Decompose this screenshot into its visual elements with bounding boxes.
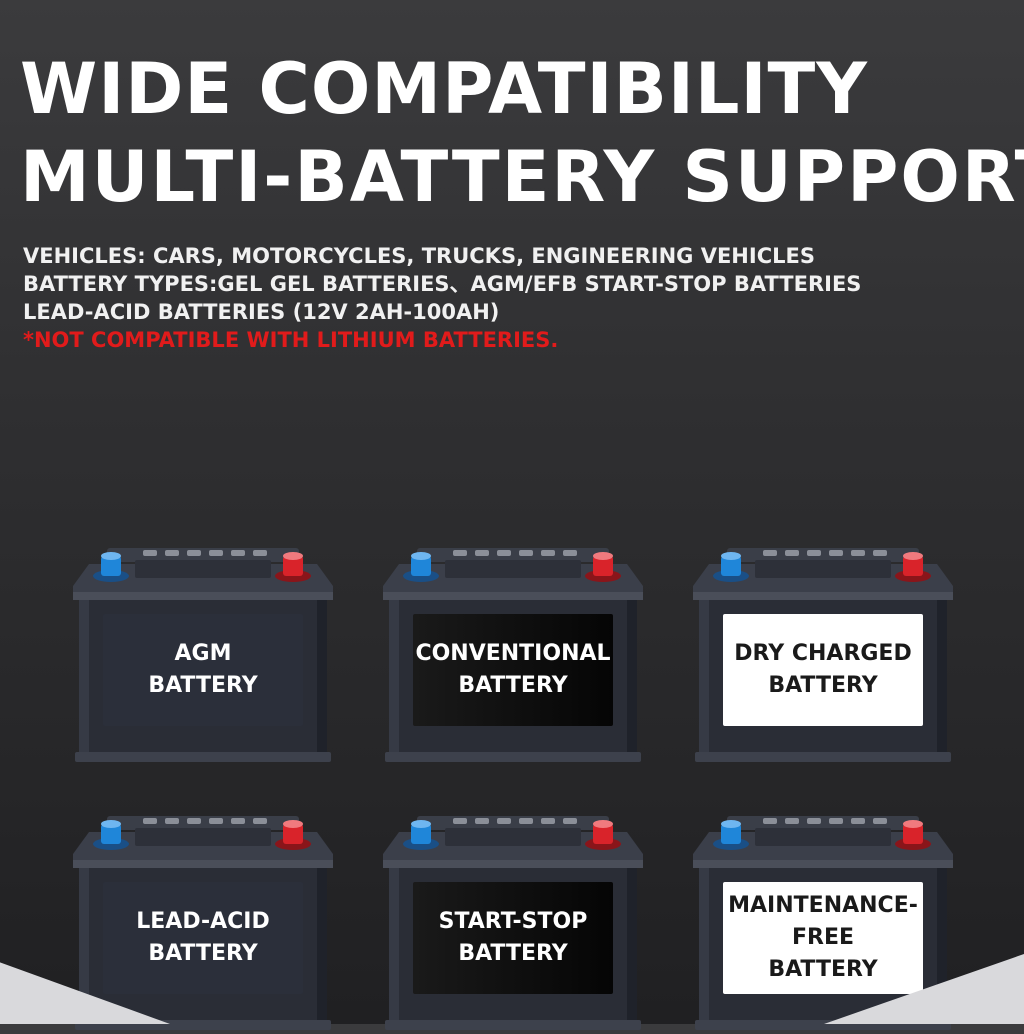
- negative-terminal-icon: [93, 820, 129, 850]
- battery-type-label: AGM BATTERY: [103, 614, 303, 726]
- battery-type-text: LEAD-ACID BATTERY: [136, 909, 270, 966]
- battery-type-text: AGM BATTERY: [148, 641, 258, 698]
- battery-type-label: START-STOP BATTERY: [413, 882, 613, 994]
- headline-line-2: MULTI-BATTERY SUPPORT: [20, 136, 1024, 218]
- battery-type-text: DRY CHARGED BATTERY: [734, 641, 912, 698]
- negative-terminal-icon: [93, 552, 129, 582]
- battery-types-spec: BATTERY TYPES:GEL GEL BATTERIES、AGM/EFB …: [23, 272, 862, 296]
- negative-terminal-icon: [713, 820, 749, 850]
- negative-terminal-icon: [713, 552, 749, 582]
- positive-terminal-icon: [585, 820, 621, 850]
- positive-terminal-icon: [585, 552, 621, 582]
- positive-terminal-icon: [895, 820, 931, 850]
- battery-type-label: LEAD-ACID BATTERY: [103, 882, 303, 994]
- vehicles-spec: VEHICLES: CARS, MOTORCYCLES, TRUCKS, ENG…: [23, 244, 815, 268]
- positive-terminal-icon: [275, 820, 311, 850]
- positive-terminal-icon: [895, 552, 931, 582]
- battery-card: START-STOP BATTERY: [381, 814, 645, 1034]
- battery-type-text: START-STOP BATTERY: [438, 909, 588, 966]
- battery-card: DRY CHARGED BATTERY: [691, 546, 955, 766]
- battery-type-label: DRY CHARGED BATTERY: [723, 614, 923, 726]
- battery-card: LEAD-ACID BATTERY: [71, 814, 335, 1034]
- lithium-warning: *NOT COMPATIBLE WITH LITHIUM BATTERIES.: [23, 328, 559, 352]
- negative-terminal-icon: [403, 820, 439, 850]
- battery-card: CONVENTIONAL BATTERY: [381, 546, 645, 766]
- battery-type-label: MAINTENANCE- FREE BATTERY: [723, 882, 923, 994]
- negative-terminal-icon: [403, 552, 439, 582]
- battery-type-text: MAINTENANCE- FREE BATTERY: [728, 893, 918, 982]
- lead-acid-spec: LEAD-ACID BATTERIES (12V 2AH-100AH): [23, 300, 500, 324]
- battery-type-label: CONVENTIONAL BATTERY: [413, 614, 613, 726]
- battery-type-text: CONVENTIONAL BATTERY: [415, 641, 611, 698]
- battery-card: AGM BATTERY: [71, 546, 335, 766]
- positive-terminal-icon: [275, 552, 311, 582]
- headline-line-1: WIDE COMPATIBILITY: [20, 48, 868, 130]
